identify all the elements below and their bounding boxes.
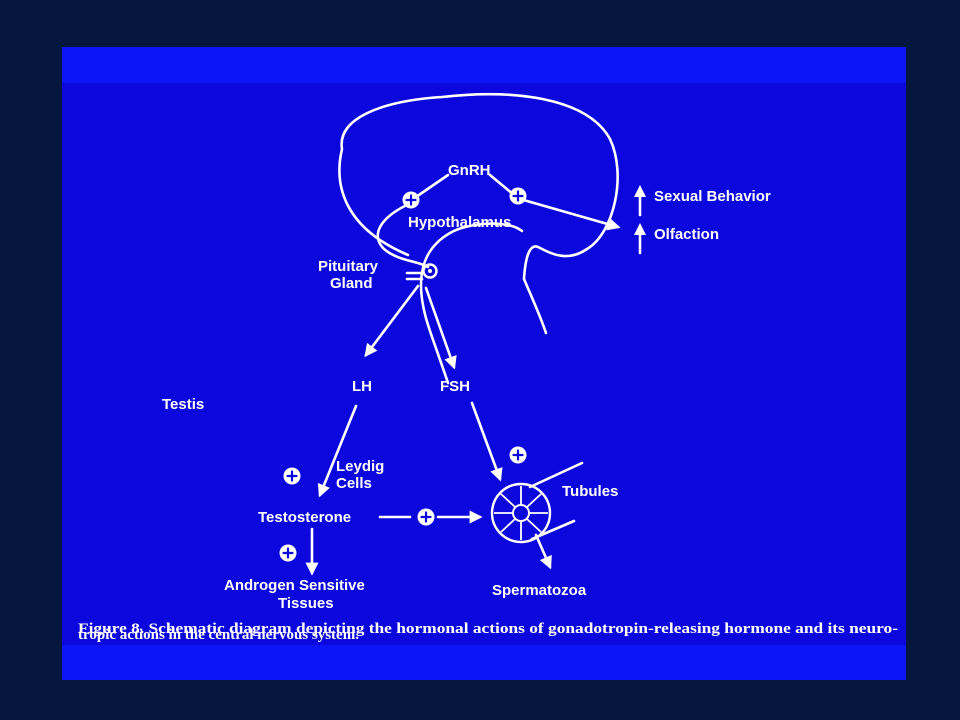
androgen-label-line2: Tissues [278, 595, 334, 612]
pituitary-label-line2: Gland [330, 275, 373, 292]
testis-label: Testis [162, 396, 204, 413]
hypothalamus-label: Hypothalamus [408, 214, 511, 231]
leydig-label-line1: Leydig [336, 458, 384, 475]
tubule-cross-section [490, 461, 584, 544]
bottom-band [62, 645, 906, 680]
pituitary-label-line1: Pituitary [318, 258, 379, 275]
plus-circle-icon [402, 191, 420, 209]
spermatozoa-label: Spermatozoa [492, 582, 587, 599]
lh-label: LH [352, 378, 372, 395]
arrow-to-behavior [518, 197, 621, 231]
testosterone-label: Testosterone [258, 509, 351, 526]
up-arrow-icon [634, 223, 646, 255]
androgen-label-line1: Androgen Sensitive [224, 577, 365, 594]
figure-caption-line1: Figure 8. Schematic diagram depicting th… [78, 621, 898, 637]
top-band [62, 47, 906, 83]
sexual-behavior-label: Sexual Behavior [654, 188, 771, 205]
hormone-diagram: GnRH Hypothalamus Sexual Behavior Olfact… [78, 92, 898, 637]
olfaction-label: Olfaction [654, 226, 719, 243]
plus-circle-icon [279, 544, 297, 562]
tubules-label: Tubules [562, 483, 618, 500]
pituitary-gland-shape [422, 263, 438, 279]
arrow-pituitary-to-lh [364, 284, 420, 358]
arrow-pituitary-to-fsh [424, 286, 457, 370]
arrow-lh-to-testosterone [317, 404, 358, 498]
arrow-to-spermatozoa [534, 533, 552, 570]
figure-caption-line2: tropic actions in the central nervous sy… [78, 627, 359, 643]
gnrh-right-connector [488, 173, 516, 197]
plus-circle-icon [417, 508, 435, 526]
gnrh-left-connector [414, 173, 450, 199]
caption-overlay: tropic actions in the central nervous sy… [78, 627, 359, 643]
hypothalamic-tract [376, 201, 430, 269]
arrow-fsh-to-tubules [470, 401, 503, 482]
diagram-panel: GnRH Hypothalamus Sexual Behavior Olfact… [62, 83, 906, 645]
brain-outline [338, 92, 619, 385]
plus-circle-icon [509, 446, 527, 464]
plus-circle-icon [283, 467, 301, 485]
slide: GnRH Hypothalamus Sexual Behavior Olfact… [62, 47, 906, 680]
fsh-label: FSH [440, 378, 470, 395]
plus-circle-icon [509, 187, 527, 205]
gnrh-label: GnRH [448, 162, 491, 179]
up-arrow-icon [634, 185, 646, 217]
leydig-label-line2: Cells [336, 475, 372, 492]
